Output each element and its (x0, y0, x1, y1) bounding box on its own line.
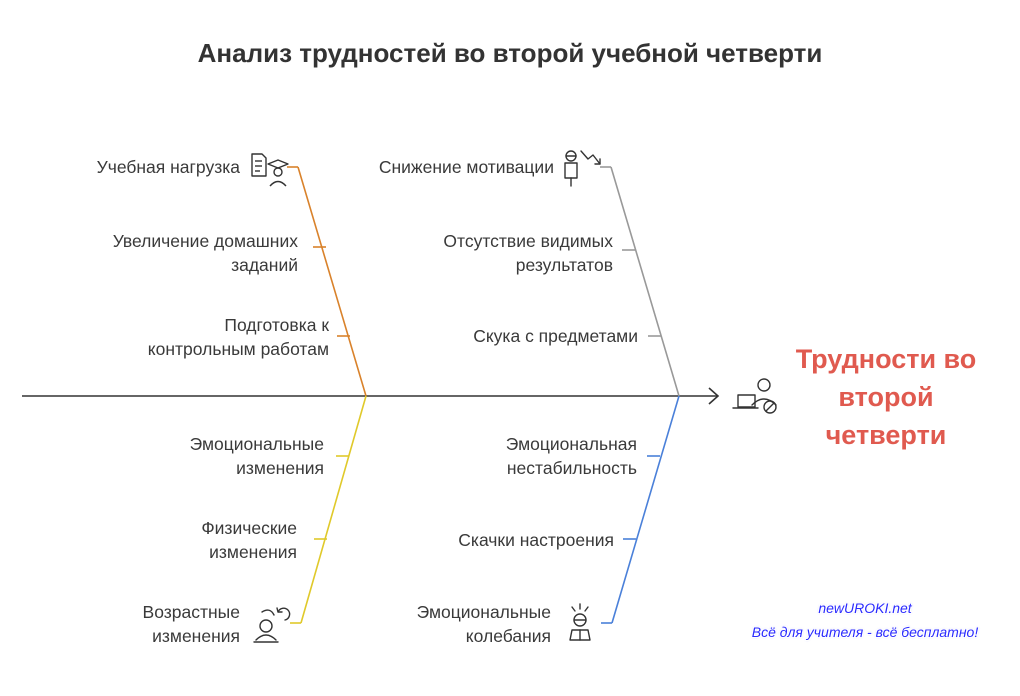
diagram-title: Анализ трудностей во второй учебной четв… (197, 38, 823, 68)
stressed-person-icon (569, 603, 591, 641)
person-laptop-icon (732, 378, 777, 414)
watermark-site: newUROKI.net (818, 600, 912, 616)
branch-emotion-lines (601, 395, 680, 624)
branch-motivation-lines (600, 166, 680, 397)
growing-person-icon (253, 607, 291, 643)
cause-label-emotion-1: Эмоциональная нестабильность (505, 434, 637, 478)
branch-label-motivation: Снижение мотивации (378, 157, 554, 177)
student-test-icon (251, 153, 289, 187)
branch-age-lines (290, 395, 367, 624)
cause-label-motivation-1: Отсутствие видимых результатов (443, 231, 613, 275)
cause-label-study-2: Подготовка к контрольным работам (147, 315, 329, 359)
spine-arrowhead (708, 387, 720, 405)
cause-label-age-2: Физические изменения (201, 518, 297, 562)
branch-label-age: Возрастные изменения (142, 602, 240, 646)
watermark-slogan: Всё для учителя - всё бесплатно! (751, 624, 979, 640)
cause-label-motivation-2: Скука с предметами (473, 326, 638, 346)
cause-label-emotion-2: Скачки настроения (458, 530, 614, 550)
branch-study-lines (287, 166, 367, 397)
declining-person-icon (564, 150, 601, 187)
branch-label-emotion: Эмоциональные колебания (416, 602, 551, 646)
branch-label-study: Учебная нагрузка (96, 157, 240, 177)
cause-label-age-1: Эмоциональные изменения (189, 434, 324, 478)
cause-label-study-1: Увеличение домашних заданий (112, 231, 298, 275)
effect-head-label: Трудности во второй четверти (795, 344, 977, 450)
